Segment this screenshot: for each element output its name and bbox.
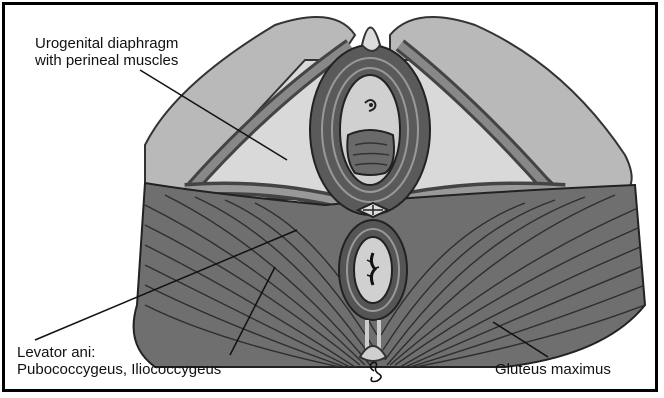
gluteus-maximus-label: Gluteus maximus (495, 361, 611, 378)
levator-ani-label: Levator ani: Pubococcygeus, Iliococcygeu… (17, 344, 221, 378)
clitoris (362, 28, 380, 52)
urogenital-label-line2: with perineal muscles (35, 52, 178, 69)
urogenital-diaphragm-label: Urogenital diaphragm with perineal muscl… (35, 35, 178, 69)
levator-label-line2: Pubococcygeus, Iliococcygeus (17, 361, 221, 378)
levator-label-line1: Levator ani: (17, 344, 221, 361)
figure-frame: Urogenital diaphragm with perineal muscl… (2, 2, 658, 392)
vaginal-opening (347, 130, 394, 175)
urogenital-label-line1: Urogenital diaphragm (35, 35, 178, 52)
